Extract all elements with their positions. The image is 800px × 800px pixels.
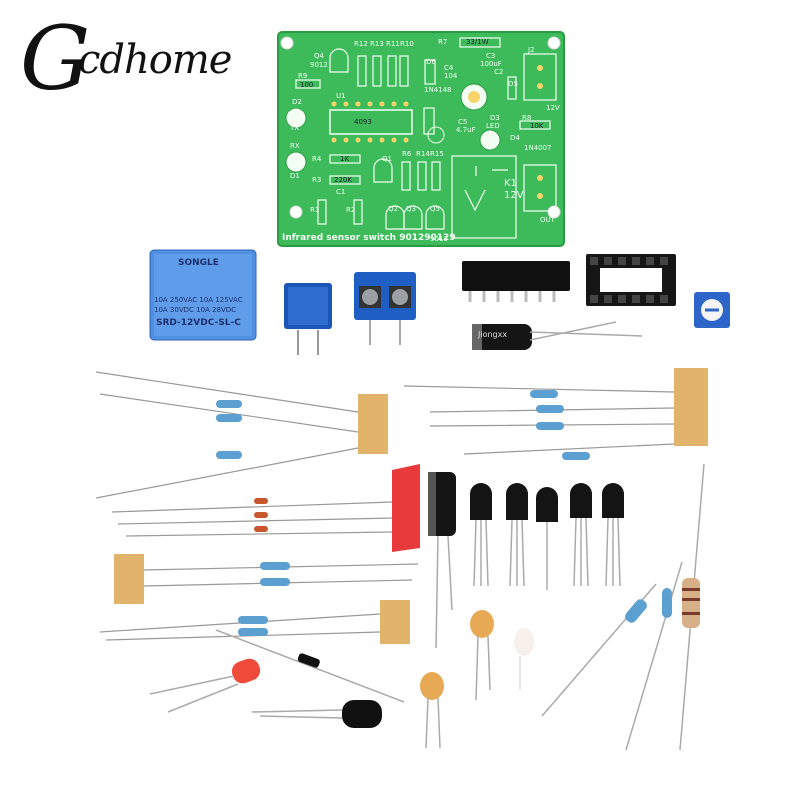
pcb-board — [277, 31, 565, 247]
relay — [149, 249, 257, 341]
pcb-label: 220K — [334, 176, 352, 184]
pcb-label: C2 — [494, 68, 504, 76]
pcb-label: 1K — [340, 155, 350, 163]
pcb-label: R2 — [346, 206, 356, 214]
pcb-label: LED — [486, 122, 500, 130]
pcb-label: R10 — [400, 40, 414, 48]
pcb-label: R14 — [416, 150, 430, 158]
pcb-label: C5 — [458, 118, 468, 126]
pcb-label: 9012 — [310, 61, 328, 69]
relay-brand: SONGLE — [178, 258, 219, 268]
transistors — [470, 483, 624, 590]
pcb-label: U1 — [336, 92, 346, 100]
pcb-label: 12V — [504, 190, 524, 201]
pcb-label: R1 — [310, 206, 320, 214]
pcb-label: R8 — [522, 114, 532, 122]
electrolytic-capacitor-1 — [472, 321, 643, 350]
terminal-block — [354, 272, 416, 345]
pcb-label: 1N4007 — [524, 144, 552, 152]
pcb-label: 100uF — [480, 60, 502, 68]
resistor — [216, 451, 242, 459]
pcb-label: C4 — [444, 64, 454, 72]
trimmer-potentiometer — [284, 283, 332, 355]
relay-spec-line: 10A 30VDC 10A 28VDC — [154, 306, 237, 314]
pcb-label: R6 — [402, 150, 412, 158]
diode-tape — [111, 464, 420, 552]
pcb-label: R11 — [386, 40, 400, 48]
pcb-label: R4 — [312, 155, 322, 163]
brand-logo: G cdhome — [20, 15, 250, 110]
resistor-tape-right — [403, 368, 708, 460]
pcb-label: TX — [290, 124, 300, 132]
pcb-label: Q4 — [314, 52, 324, 60]
pcb-label: 4.7uF — [456, 126, 476, 134]
right-resistors — [541, 463, 705, 751]
resistor-tape-left — [95, 371, 388, 499]
pcb-label: R7 — [438, 38, 448, 46]
resistor-tape-lower — [99, 554, 419, 644]
ir-receiver — [251, 700, 382, 728]
ic-socket — [586, 254, 676, 306]
small-trimmer — [694, 292, 730, 328]
resistor — [216, 414, 242, 422]
pcb-label: Q3 — [406, 205, 416, 213]
pcb-title: Infrared sensor switch 901290129 — [282, 233, 456, 243]
pcb-label: 104 — [444, 72, 458, 80]
resistor — [216, 400, 242, 408]
pcb-label: R13 — [370, 40, 384, 48]
diode-1n4007 — [215, 629, 405, 703]
pcb-label: Q5 — [430, 205, 440, 213]
pcb-label: Q1 — [382, 155, 392, 163]
pcb-label: 12V — [546, 104, 560, 112]
pcb-label: D3 — [490, 114, 500, 122]
pcb-label: D5 — [508, 80, 518, 88]
pcb-label: D2 — [292, 98, 302, 106]
pcb-label: 100 — [300, 81, 314, 89]
pcb-label: D1 — [290, 172, 300, 180]
pcb-label: R12 — [354, 40, 368, 48]
logo-text: cdhome — [78, 37, 232, 83]
pcb-label: Q2 — [388, 205, 398, 213]
pcb-label: D4 — [510, 134, 520, 142]
pcb-label: R9 — [298, 72, 308, 80]
pcb-label: RX — [290, 142, 300, 150]
pcb-label: 10K — [530, 122, 544, 130]
logo-initial: G — [20, 7, 91, 110]
pcb-label: OUT — [540, 216, 555, 224]
pcb-label: K1 — [504, 178, 517, 189]
ic-chip — [462, 261, 570, 302]
relay-spec-line: 10A 250VAC 10A 125VAC — [154, 296, 243, 304]
pcb-label: 33/1W — [466, 38, 489, 46]
capacitor-brand: Jiongxx — [478, 330, 508, 339]
red-led — [149, 658, 261, 713]
pcb-label: J2 — [528, 46, 535, 54]
pcb-label: C1 — [336, 188, 346, 196]
pcb-label: D6 — [426, 58, 436, 66]
pcb-label: C3 — [486, 52, 496, 60]
pcb-label: 1N4148 — [424, 86, 452, 94]
ceramic-capacitors — [420, 610, 534, 749]
pcb-label: 9013 — [430, 235, 448, 243]
relay-model: SRD-12VDC-SL-C — [156, 318, 241, 328]
pcb-label: R3 — [312, 176, 322, 184]
electrolytic-capacitor-2 — [428, 472, 456, 649]
pcb-label: R15 — [430, 150, 444, 158]
pcb-label: 4093 — [354, 118, 372, 126]
